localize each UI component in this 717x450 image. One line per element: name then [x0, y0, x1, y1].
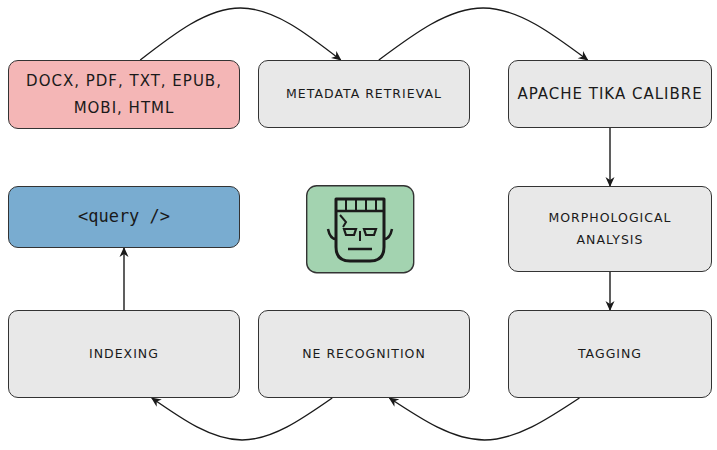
process-box: INDEXING — [8, 310, 240, 398]
node-label: INDEXING — [81, 339, 167, 369]
node-label: APACHE TIKA CALIBRE — [509, 77, 710, 111]
process-box: APACHE TIKA CALIBRE — [508, 60, 712, 128]
node-label: NE RECOGNITION — [294, 339, 434, 369]
flow-arrow — [389, 398, 579, 440]
node-label: MORPHOLOGICAL ANALYSIS — [509, 203, 711, 255]
node-label: METADATA RETRIEVAL — [278, 79, 450, 109]
process-box: MORPHOLOGICAL ANALYSIS — [508, 186, 712, 272]
input-formats-box: DOCX, PDF, TXT, EPUB, MOBI, HTML — [8, 60, 240, 129]
flow-arrow — [152, 398, 332, 440]
node-label: <query /> — [70, 198, 178, 236]
node-label: DOCX, PDF, TXT, EPUB, MOBI, HTML — [9, 64, 239, 125]
query-box: <query /> — [8, 186, 240, 248]
frankenstein-icon — [307, 186, 414, 273]
flow-arrow — [379, 8, 588, 60]
flow-arrow — [140, 8, 340, 60]
flow-arrow — [609, 128, 610, 186]
flow-arrow — [123, 248, 124, 310]
flow-arrow — [609, 272, 610, 310]
process-box: METADATA RETRIEVAL — [258, 60, 470, 128]
node-label: TAGGING — [570, 339, 650, 369]
process-box: NE RECOGNITION — [258, 310, 470, 398]
process-box: TAGGING — [508, 310, 712, 398]
